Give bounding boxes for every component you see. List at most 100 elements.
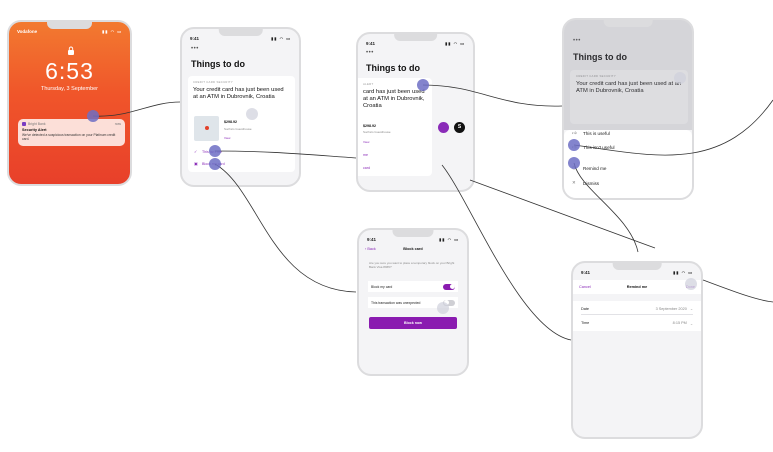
lock-date: Thursday, 3 September xyxy=(40,86,99,92)
connector-remind-screen-right xyxy=(702,279,773,303)
chevron-down-icon: ⌄ xyxy=(689,307,693,311)
notification-app-row: Bright Bank now xyxy=(22,122,121,126)
phone-block-card: 9:41 ▮▮ ◠ ▭ ‹ Back Block card Are you su… xyxy=(357,228,469,376)
block-card-action[interactable]: card xyxy=(363,166,370,170)
menu-item-useful[interactable]: 👍︎ This is useful xyxy=(572,130,610,136)
this-isnt-me-action[interactable]: me xyxy=(363,153,368,157)
lock-icon: ▣ xyxy=(194,161,198,166)
hotspot-ghost xyxy=(674,72,686,84)
thumbs-up-icon: 👍︎ xyxy=(572,130,577,135)
block-card-label: card xyxy=(363,166,370,170)
toggle-label: This transaction was unexpected xyxy=(371,300,421,305)
toggle-row-block[interactable]: Block my card xyxy=(368,281,458,292)
map-thumbnail xyxy=(194,116,219,141)
hotspot-ghost xyxy=(246,108,258,120)
screen-title: Block card xyxy=(403,247,423,251)
phone-notch xyxy=(218,29,263,36)
block-info-text: Are you sure you want to place a tempora… xyxy=(369,261,455,270)
toggle-label: Block my card xyxy=(371,284,393,289)
alert-card-swiped[interactable]: ALERT card has just been used at an ATM … xyxy=(358,78,432,176)
chevron-down-icon: ⌄ xyxy=(689,321,693,326)
phone-notch xyxy=(46,22,93,29)
toggle-knob xyxy=(449,284,455,289)
view-link[interactable]: View xyxy=(363,140,370,144)
notification-time: now xyxy=(114,122,121,126)
hotspot-block-card xyxy=(209,158,221,170)
menu-item-label: This isn't useful xyxy=(583,144,615,150)
view-link[interactable]: View xyxy=(224,136,231,140)
page-title: Things to do xyxy=(191,59,245,69)
phone-swiped-card: 9:41 ▮▮ ◠ ▭ ••• Things to do ALERT card … xyxy=(356,32,475,192)
bank-app-icon xyxy=(22,122,26,126)
block-now-button[interactable]: Block now xyxy=(369,317,457,329)
transaction-amount: $298.92 xyxy=(224,120,237,124)
time-label: Time xyxy=(581,321,590,325)
transaction-amount: $298.92 xyxy=(363,124,376,128)
date-row[interactable]: Date 3 September 2020 ⌄ xyxy=(581,303,693,315)
lock-icon xyxy=(68,46,74,55)
hotspot-ghost xyxy=(437,302,449,314)
phone-notch xyxy=(392,230,434,237)
dim-overlay xyxy=(564,20,692,130)
back-button[interactable]: ‹ Back xyxy=(365,247,376,251)
signal-icons: ▮▮ ◠ ▭ xyxy=(271,36,291,41)
date-value: 3 September 2020 xyxy=(655,306,687,311)
form-section: Date 3 September 2020 ⌄ Time 8:15 PM ⌄ xyxy=(573,301,701,331)
back-label: Back xyxy=(367,247,376,251)
phone-remind-me: 9:41 ▮▮ ◠ ▭ Cancel Remind me Done Date 3… xyxy=(571,261,703,439)
hotspot-swipe xyxy=(417,79,429,91)
page-title: Things to do xyxy=(573,52,627,62)
phone-notch xyxy=(393,34,438,41)
card-label: CREDIT CARD SECURITY xyxy=(576,74,616,78)
card-heading: card has just been used at an ATM in Dub… xyxy=(363,89,425,110)
hotspot-this-isnt-me xyxy=(209,145,221,157)
hotspot-not-useful xyxy=(568,139,580,151)
notification-app-name: Bright Bank xyxy=(28,122,46,126)
alert-card[interactable]: CREDIT CARD SECURITY Your credit card ha… xyxy=(188,76,295,172)
signal-icons: ▮▮ ◠ ▭ xyxy=(102,29,122,34)
nav-bar: Cancel Remind me Done xyxy=(573,280,701,294)
status-bar: Vodafone ▮▮ ◠ ▭ xyxy=(17,29,122,37)
menu-item-dismiss[interactable]: ✕ Dismiss xyxy=(572,180,599,186)
security-notification[interactable]: Bright Bank now Security Alert We've det… xyxy=(18,119,125,146)
card-heading: Your credit card has just been used at a… xyxy=(193,87,284,101)
page-title: Things to do xyxy=(366,63,420,73)
phone-notch xyxy=(603,20,653,27)
phone-notch xyxy=(612,263,662,270)
carrier-label: Vodafone xyxy=(17,29,38,34)
check-icon: ✓ xyxy=(194,149,198,154)
cancel-button[interactable]: Cancel xyxy=(579,285,591,289)
notification-body: We've detected a suspicious transaction … xyxy=(22,133,116,142)
block-toggle-switch[interactable] xyxy=(443,283,455,290)
hotspot-notification xyxy=(87,110,99,122)
phone-things-to-do: 9:41 ▮▮ ◠ ▭ ••• Things to do CREDIT CARD… xyxy=(180,27,301,187)
phone-card-menu: ••• Things to do CREDIT CARD SECURITY Yo… xyxy=(562,18,694,200)
more-options-icon[interactable]: ••• xyxy=(366,50,374,56)
menu-item-label: Remind me xyxy=(583,165,607,171)
more-options-icon[interactable]: ••• xyxy=(573,38,581,44)
time-row[interactable]: Time 8:15 PM ⌄ xyxy=(581,317,693,329)
status-time: 9:41 xyxy=(367,237,377,242)
more-options-icon[interactable]: ••• xyxy=(191,46,199,52)
status-bar: 9:41 ▮▮ ◠ ▭ xyxy=(190,36,291,44)
nav-bar: ‹ Back Block card xyxy=(359,243,467,255)
action-sheet: 👍︎ This is useful 👎︎ This isn't useful ◷… xyxy=(564,130,692,198)
hotspot-remind-me xyxy=(568,157,580,169)
signal-icons: ▮▮ ◠ ▭ xyxy=(445,41,465,46)
time-value: 8:15 PM xyxy=(672,321,687,325)
transaction-merchant: Sucha's Guesthouse xyxy=(363,130,391,134)
screen-title: Remind me xyxy=(626,285,648,289)
options-circle-button[interactable] xyxy=(438,122,449,133)
status-time: 9:41 xyxy=(581,270,591,275)
map-pin-icon xyxy=(205,126,209,130)
status-time: 9:41 xyxy=(190,36,200,41)
phone-lock-screen: Vodafone ▮▮ ◠ ▭ 6:53 Thursday, 3 Septemb… xyxy=(7,20,132,186)
this-isnt-me-label: me xyxy=(363,153,368,157)
card-label: CREDIT CARD SECURITY xyxy=(193,80,233,84)
status-bar: 9:41 ▮▮ ◠ ▭ xyxy=(366,41,465,49)
dismiss-circle-button[interactable]: S xyxy=(454,122,465,133)
signal-icons: ▮▮ ◠ ▭ xyxy=(673,270,693,275)
transaction-merchant: Sucha's Guesthouse xyxy=(224,127,252,131)
menu-item-label: This is useful xyxy=(583,130,610,136)
